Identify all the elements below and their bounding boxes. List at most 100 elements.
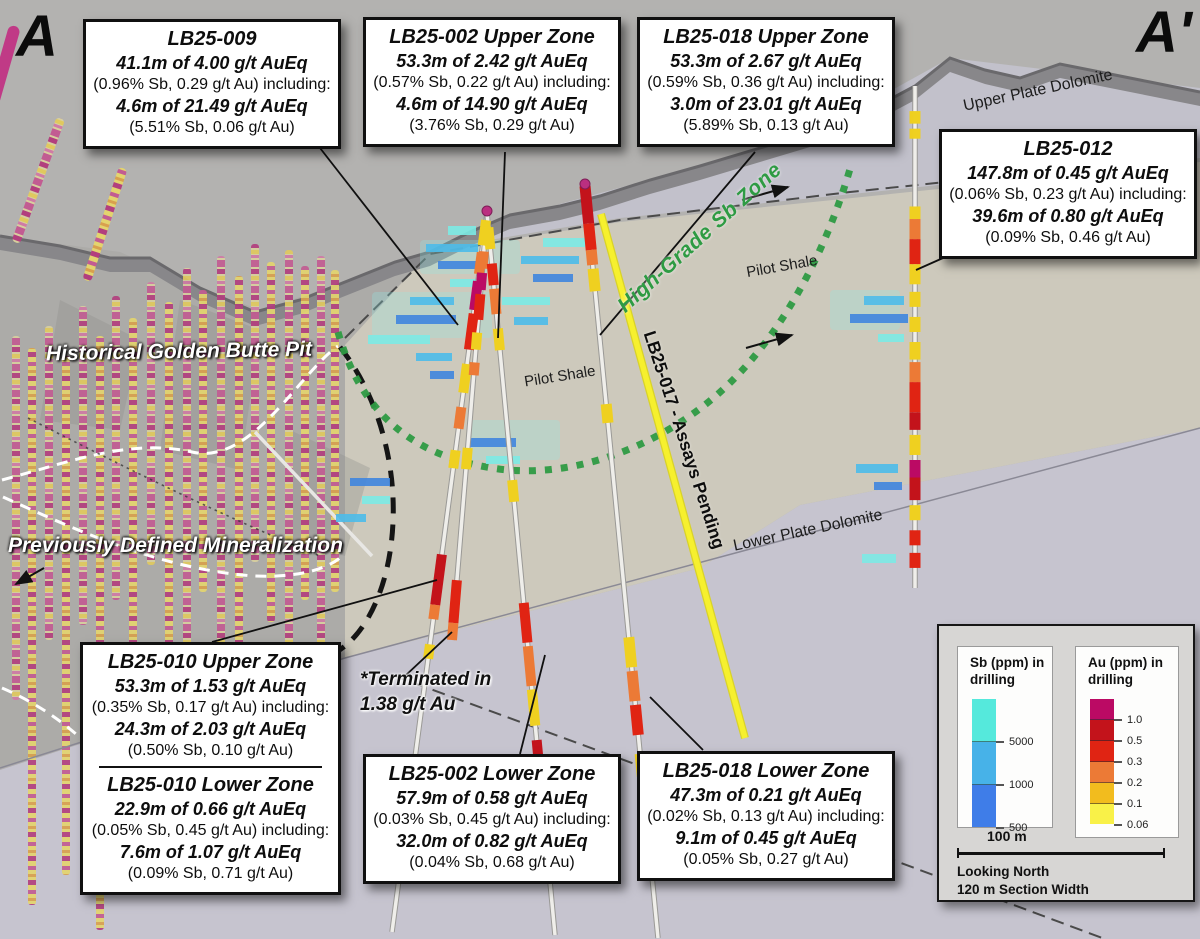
assay-interval [428, 604, 441, 620]
historical-drill-hole [28, 348, 36, 905]
historical-drill-hole [199, 290, 207, 592]
assay-interval [461, 447, 473, 470]
assay-interval [518, 602, 533, 644]
sb-histogram-bar [396, 315, 456, 324]
assay-interval [448, 579, 462, 624]
sb-histogram-bar [514, 317, 548, 325]
historical-drill-hole [79, 306, 87, 625]
sb-histogram-bar [856, 464, 898, 473]
historical-drill-hole [331, 270, 339, 592]
callout-title: LB25-009 [167, 28, 257, 50]
leader-line [319, 147, 459, 326]
assay-interval [583, 223, 597, 251]
assay-interval [470, 332, 483, 351]
sb-histogram-bar [448, 226, 476, 235]
historical-drill-hole [235, 276, 243, 700]
assay-interval [473, 293, 486, 321]
section-label-a: A [16, 4, 58, 69]
historical-drill-hole [251, 244, 259, 562]
au-ramp-segment: 1.0 [1090, 698, 1142, 726]
sb-histogram-bar [438, 261, 478, 269]
au-ramp-segment: 0.06 [1090, 803, 1148, 831]
sb-histogram-bar [450, 279, 480, 287]
assay-interval [448, 449, 461, 469]
sb-histogram-bar [410, 297, 454, 305]
pilot-shale-region [345, 162, 1200, 658]
historical-drill-hole [217, 256, 225, 645]
fault-arrow [745, 332, 794, 349]
historical-drill-hole [267, 262, 275, 622]
assay-interval [507, 479, 520, 503]
mineralization-outline-dashed-black [328, 345, 396, 658]
assay-interval [587, 268, 601, 292]
assay-interval [579, 185, 595, 225]
mineralization-outline-dashed [1, 686, 77, 736]
sb-histogram-bar [362, 496, 390, 504]
section-label-a-prime: A' [1136, 0, 1192, 65]
scale-bar [957, 848, 1165, 858]
au-ramp-segment: 0.1 [1090, 782, 1142, 810]
contact-dashed-line [344, 155, 1196, 339]
sb-histogram-bar [350, 478, 390, 486]
leader-line [211, 579, 438, 643]
leader-line [649, 696, 704, 751]
callout-lb25-018-lower: LB25-018 Lower Zone 47.3m of 0.21 g/t Au… [637, 751, 895, 881]
assay-interval [623, 636, 638, 668]
sb-histogram-bar [850, 314, 908, 323]
sb-color-ramp: 5000 1000 500 [972, 698, 1033, 834]
historical-drill-hole [165, 302, 173, 660]
leader-line [404, 631, 453, 677]
callout-lb25-002-upper: LB25-002 Upper Zone 53.3m of 2.42 g/t Au… [363, 17, 621, 147]
terminated-note-line1: *Terminated in [360, 669, 492, 690]
sb-histogram-bar [430, 371, 454, 379]
sb-histogram-bar [878, 334, 904, 342]
pit-dotted-line [27, 417, 321, 557]
assay-interval [585, 249, 599, 266]
assay-interval [447, 622, 459, 641]
fault-arrow [741, 184, 790, 201]
label-terminated-note: *Terminated in 1.38 g/t Au [360, 668, 491, 717]
assay-interval [463, 313, 479, 351]
assay-interval [526, 689, 541, 727]
sb-ramp-segment: 1000 [972, 741, 1033, 791]
historical-drill-hole [83, 167, 127, 281]
leader-line [915, 257, 944, 271]
sb-histogram-bar [468, 438, 516, 447]
assay-interval [423, 643, 435, 660]
legend-au: Au (ppm) in drilling 1.0 0.5 0.3 0.2 0.1… [1075, 646, 1179, 838]
pit-outline-dashed [1, 344, 339, 482]
callout-lb25-009: LB25-009 41.1m of 4.00 g/t AuEq (0.96% S… [83, 19, 341, 149]
sb-histogram-bar [521, 256, 579, 264]
historical-drill-hole [129, 318, 137, 700]
legend-sb: Sb (ppm) in drilling 5000 1000 500 [957, 646, 1053, 834]
assay-interval [629, 704, 644, 736]
historical-drill-hole [62, 356, 70, 875]
lb25-017-trace [598, 213, 748, 739]
assay-interval [489, 288, 502, 315]
assay-interval [430, 553, 447, 606]
historical-drill-hole [0, 25, 20, 135]
sb-histogram-bar [533, 274, 573, 282]
leader-line [599, 151, 756, 336]
sb-histogram-bar [416, 353, 452, 361]
sb-histogram-bar [502, 297, 550, 305]
assay-interval [486, 263, 499, 286]
looking-north-label: Looking North [957, 864, 1050, 879]
leader-line [519, 654, 546, 755]
sb-ramp-segment: 5000 [972, 698, 1033, 748]
fault-arrow [14, 567, 45, 585]
mineralization-outline-dashed [2, 495, 344, 578]
callout-lb25-018-upper: LB25-018 Upper Zone 53.3m of 2.67 g/t Au… [637, 17, 895, 147]
historical-drill-hole [253, 430, 374, 558]
legend-au-title: Au (ppm) in [1088, 655, 1163, 670]
historical-drill-hole [45, 326, 53, 640]
leader-line [497, 151, 506, 339]
historical-drill-hole [112, 296, 120, 600]
au-ramp-segment: 0.3 [1090, 740, 1142, 768]
terminated-note-line2: 1.38 g/t Au [360, 693, 456, 715]
section-width-label: 120 m Section Width [957, 882, 1089, 897]
label-historical-golden-butte-pit: Historical Golden Butte Pit [45, 337, 313, 366]
sb-histogram-bar [336, 514, 366, 522]
assay-interval [522, 645, 537, 687]
